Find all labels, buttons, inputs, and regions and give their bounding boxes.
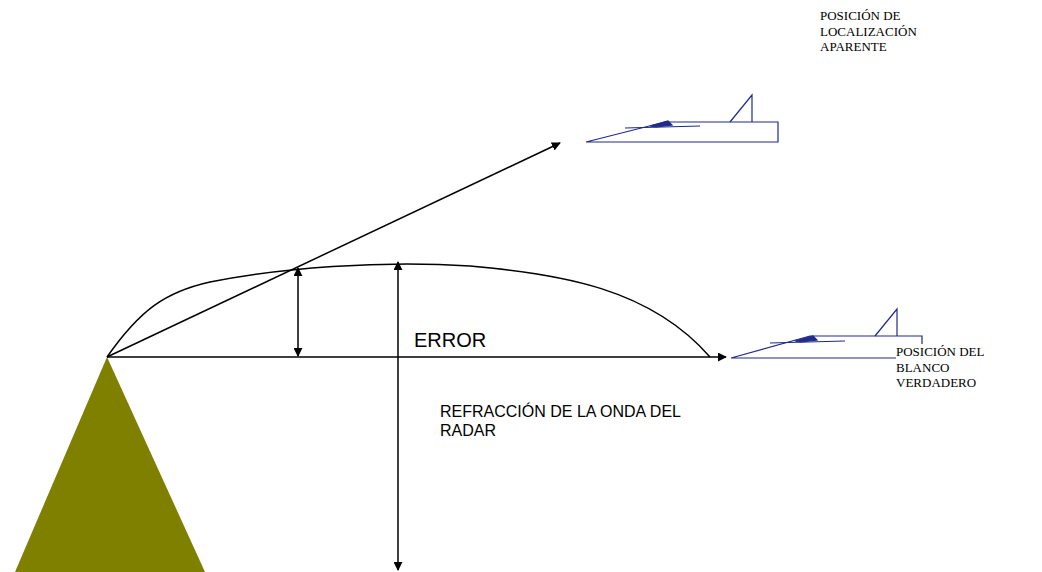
aircraft-fuselage [586,122,778,142]
refracted-wave [107,264,710,357]
true-line [107,356,726,358]
aircraft-cockpit [795,336,817,342]
true-position-label: POSICIÓN DEL BLANCO VERDADERO [896,344,1026,391]
apparent-position-label: POSICIÓN DE LOCALIZACIÓN APARENTE [820,8,940,55]
refraction-arrow [397,262,399,570]
radar-mountain [15,357,205,572]
aircraft-cockpit [650,121,672,127]
apparent-line [107,143,560,357]
error-label: ERROR [414,328,514,352]
aircraft-tail [730,95,752,122]
aircraft-fuselage [731,336,922,358]
apparent-aircraft [586,95,778,142]
aircraft-tail [875,309,897,336]
true-aircraft [731,309,922,358]
error-arrow [297,268,299,356]
refraction-label: REFRACCIÓN DE LA ONDA DEL RADAR [440,402,700,440]
